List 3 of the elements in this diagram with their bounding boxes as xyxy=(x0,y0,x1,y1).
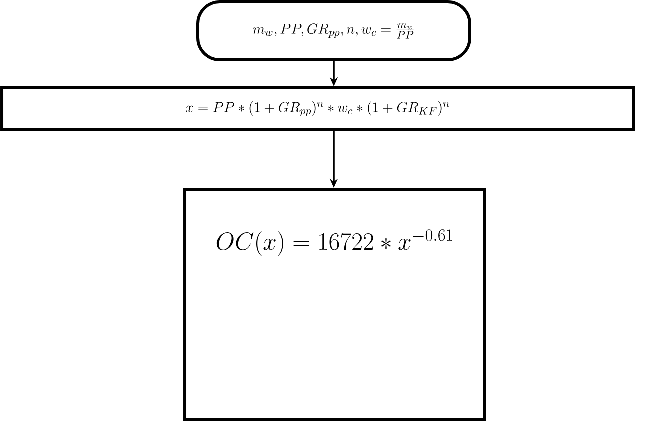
formula-box: $x = PP * (1 + GR_{pp})^n * w_c * (1 + GR_{KF})^n$ xyxy=(0,86,636,132)
rounded-formula-box: $m_w, PP, GR_{pp}, n, w_c = \frac{m_w}{PP}$ xyxy=(196,0,472,62)
formula-box: $OC(x) = 16722 * x^{-0.61}$ xyxy=(184,188,486,421)
